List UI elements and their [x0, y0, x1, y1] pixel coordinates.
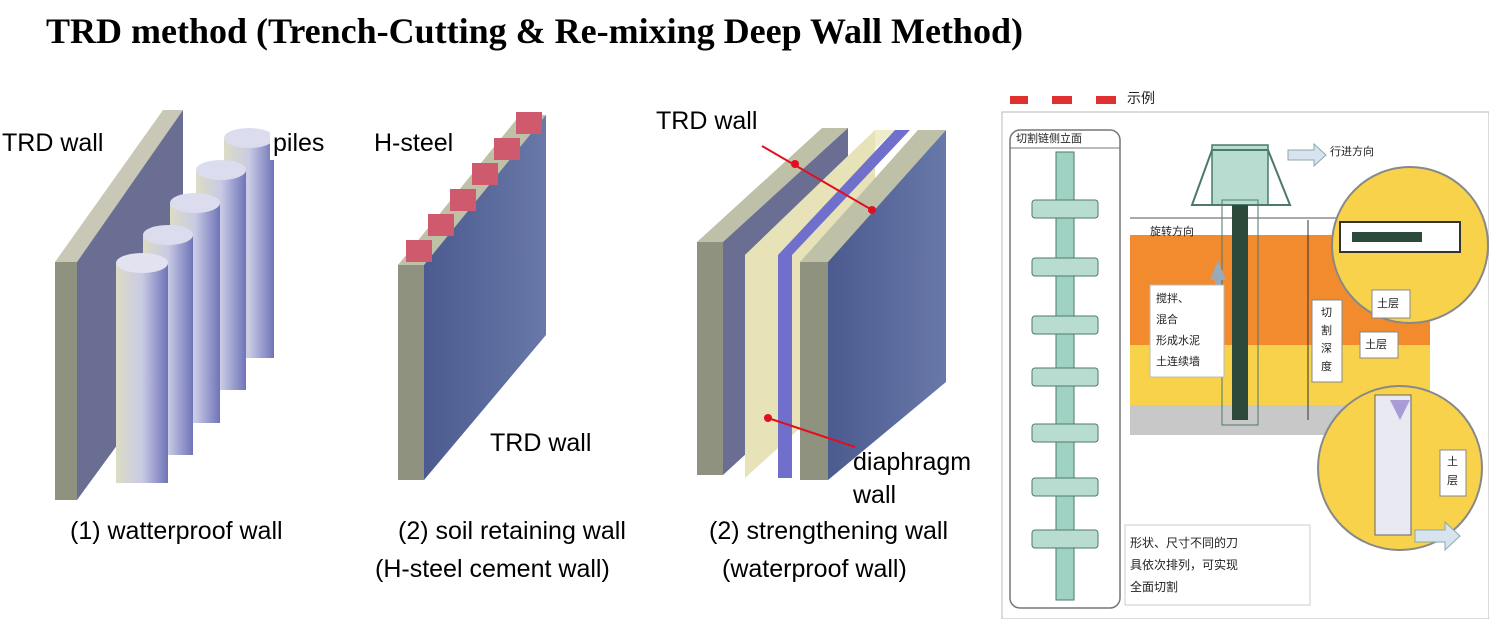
- diaphragm-pointer: [767, 417, 856, 448]
- soil-layer-side-char: 土: [1447, 455, 1458, 468]
- caption-waterproof-wall: (1) watterproof wall: [70, 517, 283, 545]
- label-diaphragm: diaphragm: [853, 448, 972, 476]
- divider-strip: [778, 130, 910, 478]
- travel-direction-label: 行进方向: [1330, 145, 1374, 158]
- soil-layer-box: [1359, 331, 1399, 359]
- cutting-post: [1232, 205, 1248, 420]
- label-trd-wall-panel3: TRD wall: [656, 107, 758, 135]
- header-marks: [1052, 96, 1072, 104]
- pointer-dot: [764, 414, 772, 422]
- label-trd-wall-panel1: TRD wall: [2, 129, 104, 157]
- depth-label-box: [1311, 299, 1343, 383]
- machine-head: [1211, 144, 1269, 206]
- soil-layer-label: 土层: [1377, 297, 1399, 310]
- caption-h-steel-cement-wall: (H-steel cement wall): [375, 555, 610, 583]
- pointer-dot: [868, 206, 876, 214]
- rotation-direction-label: 旋转方向: [1150, 225, 1194, 238]
- machine-tripod: [1190, 149, 1292, 206]
- h-steel-flanges: [406, 112, 542, 262]
- detail-arrow-down: [1390, 400, 1410, 420]
- h-steel-wall-front: [398, 265, 424, 480]
- caption-strengthening-wall: (2) strengthening wall: [709, 517, 949, 545]
- pile-1: [116, 253, 168, 483]
- label-piles: piles: [273, 129, 325, 157]
- soil-layer-side-char: 层: [1447, 474, 1458, 487]
- wall-left-top: [697, 128, 848, 242]
- mixing-label-1: 搅拌、: [1156, 292, 1189, 305]
- caption-waterproof-wall-secondary: (waterproof wall): [722, 555, 907, 583]
- panel-1-waterproof-wall: [0, 110, 340, 500]
- mixing-label-4: 土连续墙: [1156, 355, 1200, 368]
- label-backdrop: [650, 102, 780, 136]
- cutting-depth-char: 割: [1321, 324, 1332, 337]
- travel-arrow: [1287, 142, 1327, 168]
- pointer-dot: [791, 160, 799, 168]
- mixing-label-3: 形成水泥: [1156, 334, 1200, 347]
- trd-wall-pointer: [761, 145, 873, 211]
- cutter-note-2: 具依次排列，可实现: [1130, 558, 1239, 572]
- label-backdrop: [370, 125, 475, 160]
- trd-wall-front: [55, 262, 77, 500]
- label-trd-wall-panel2: TRD wall: [490, 429, 592, 457]
- cutter-note-3: 全面切割: [1130, 580, 1179, 594]
- panel-3-strengthening-wall: [650, 102, 946, 480]
- wall-right-front: [800, 262, 828, 480]
- label-backdrop: [485, 425, 620, 463]
- cutting-depth-char: 度: [1321, 360, 1332, 373]
- cutter-blocks: [1031, 199, 1099, 549]
- cutter-note-box: [1124, 524, 1311, 606]
- caption-soil-retaining-wall: (2) soil retaining wall: [398, 517, 626, 545]
- detail-arrow-right: [1414, 520, 1461, 552]
- chain-title: 切割链侧立面: [1016, 132, 1082, 145]
- page-title: TRD method (Trench-Cutting & Re-mixing D…: [46, 11, 1023, 51]
- mixing-note-box: [1149, 284, 1225, 378]
- trd-wall-top: [55, 110, 183, 262]
- label-diaphragm-wall: wall: [853, 481, 897, 509]
- panel-4-trd-machine-section: [1001, 96, 1489, 619]
- header-marks: [1010, 96, 1028, 104]
- wall-right-top: [800, 130, 946, 262]
- soil-layer-box: [1439, 449, 1467, 497]
- cutting-depth-char: 切: [1321, 306, 1332, 319]
- detail-chain-section: [1374, 394, 1412, 536]
- header-fragment: 示例: [1127, 91, 1155, 107]
- header-marks: [1096, 96, 1116, 104]
- rotation-arrow-up: [1210, 260, 1226, 300]
- wall-right-face: [828, 130, 946, 480]
- wall-left-front: [697, 242, 723, 475]
- cutter-note-1: 形状、尺寸不同的刀: [1130, 536, 1239, 550]
- soil-layer-label: 土层: [1365, 338, 1387, 351]
- label-h-steel: H-steel: [374, 129, 454, 157]
- mixing-label-2: 混合: [1156, 313, 1178, 326]
- h-steel-wall-face: [424, 115, 546, 480]
- panel-2-soil-retaining-wall: [370, 112, 620, 480]
- soil-layer-box: [1371, 289, 1411, 319]
- detail-blade-inner: [1352, 232, 1422, 242]
- piles-group: [116, 128, 274, 483]
- label-backdrop: [270, 125, 340, 160]
- label-backdrop: [0, 125, 125, 160]
- cutting-depth-char: 深: [1321, 342, 1332, 355]
